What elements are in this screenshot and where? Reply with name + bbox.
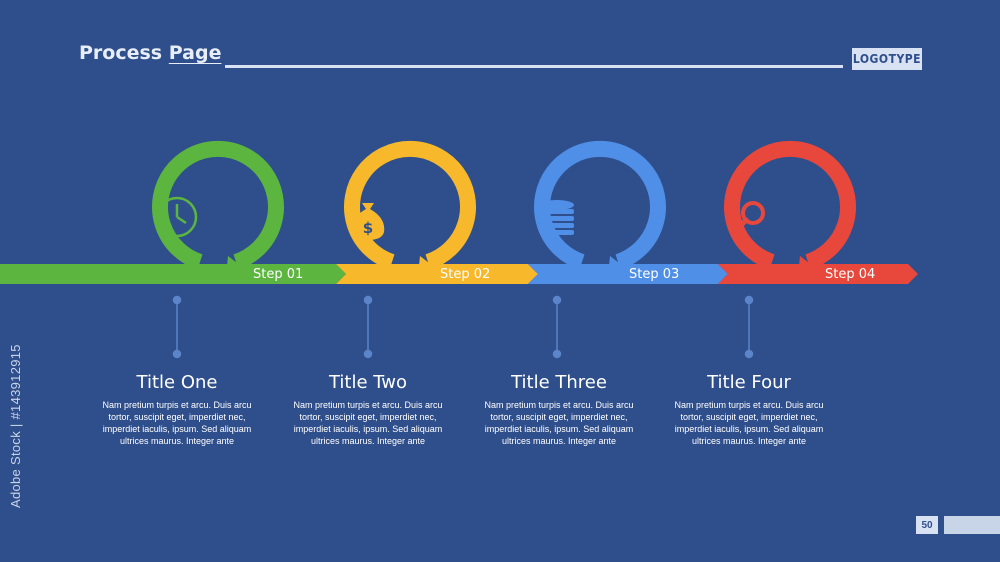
svg-text:$: $ [363,219,373,237]
header-divider [225,65,843,68]
step-02-title: Title Two [328,372,408,393]
magnifier-icon [731,201,765,236]
logotype: LOGOTYPE [852,48,922,70]
page-number-bar [944,516,1000,534]
step-04-title: Title Four [707,372,791,393]
step-01-title: Title One [136,372,218,393]
step-02-description: Nam pretium turpis et arcu. Duis arcu to… [293,400,443,446]
step-04-arrow [718,264,918,284]
step-03-arrow [528,264,728,284]
step-01-loop [152,140,284,276]
step-03-connector [552,295,562,359]
step-01-connector [172,295,182,359]
step-04-connector [744,295,754,359]
step-03-label: Step 03 [629,267,680,282]
page-title-word-2: Page [168,42,222,64]
step-01-label: Step 01 [253,267,304,282]
step-03-title: Title Three [511,372,607,393]
coin-stack-icon [540,200,574,235]
step-02-connector [363,295,373,359]
money-bag-icon: $ [351,203,385,240]
page-number: 50 [916,516,938,534]
step-01-arrow [0,264,346,284]
step-02-label: Step 02 [440,267,491,282]
step-03-description: Nam pretium turpis et arcu. Duis arcu to… [484,400,634,446]
step-03-loop [534,140,666,276]
page-title: Process Page [79,42,221,64]
step-02-arrow [336,264,538,284]
step-01-description: Nam pretium turpis et arcu. Duis arcu to… [102,400,252,446]
page-title-word-1: Process [79,42,163,64]
step-04-description: Nam pretium turpis et arcu. Duis arcu to… [674,400,824,446]
step-04-loop [724,140,856,276]
step-04-label: Step 04 [825,267,876,282]
clock-icon [156,196,198,238]
